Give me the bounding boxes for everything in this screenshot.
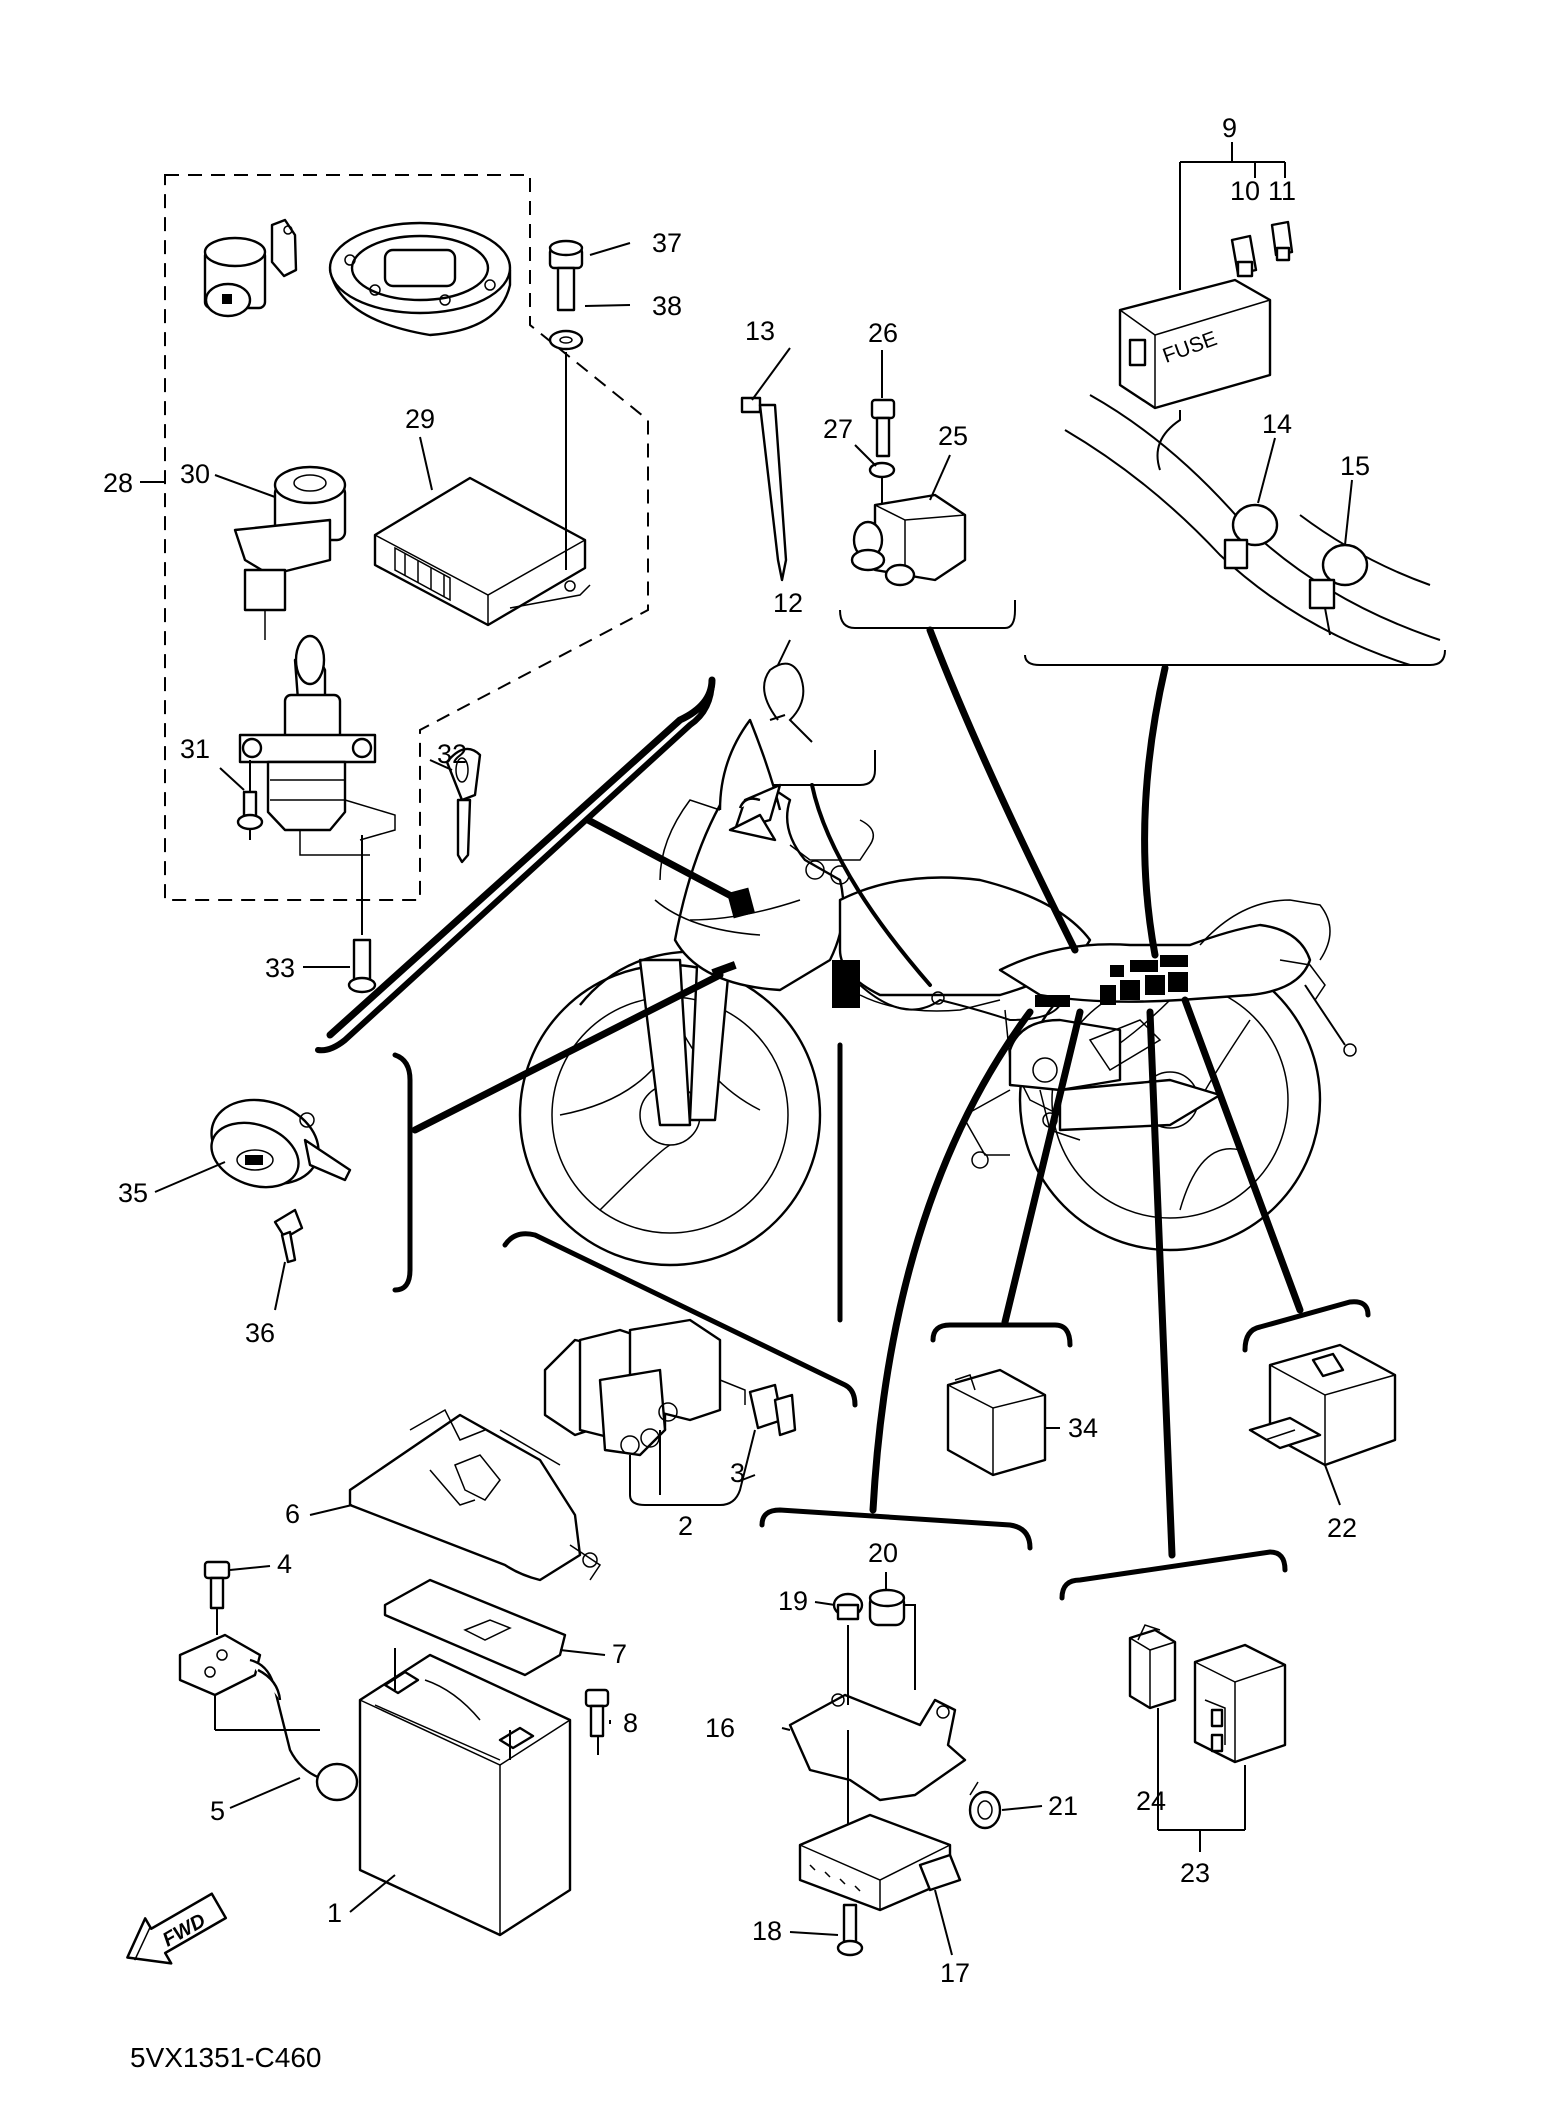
screw-37	[548, 239, 584, 312]
bracket-25	[839, 600, 1016, 629]
callout-28: 28	[103, 468, 133, 498]
relay-25	[850, 493, 967, 587]
callout-8: 8	[623, 1708, 638, 1738]
control-unit-17	[798, 1813, 962, 1912]
bracket-23	[1157, 1708, 1246, 1852]
callout-leaders	[154, 242, 1353, 1956]
starter-relay	[543, 1318, 746, 1495]
callout-21: 21	[1048, 1791, 1078, 1821]
key-blank	[445, 747, 482, 864]
fuse-11	[1270, 220, 1294, 262]
callout-29: 29	[405, 404, 435, 434]
callout-16: 16	[705, 1713, 735, 1743]
cable-tie	[740, 396, 788, 582]
diagram-code: 5VX1351-C460	[130, 2042, 321, 2073]
washer-38	[548, 329, 584, 570]
callout-7: 7	[612, 1639, 627, 1669]
callout-6: 6	[285, 1499, 300, 1529]
bracket-2	[629, 1429, 756, 1506]
flasher-relay	[1248, 1343, 1397, 1467]
bolt-8	[584, 1688, 610, 1738]
motorcycle-silhouette	[518, 718, 1357, 1267]
clamp-15	[1308, 543, 1369, 636]
bolt-33	[347, 835, 377, 994]
callout-34: 34	[1068, 1413, 1098, 1443]
relay-34	[946, 1368, 1047, 1477]
callout-9: 9	[1222, 113, 1237, 143]
fuse-callout-bracket	[1179, 142, 1286, 290]
main-switch-upper	[233, 465, 347, 640]
wire-clip	[763, 662, 813, 743]
callout-2: 2	[678, 1511, 693, 1541]
callout-25: 25	[938, 421, 968, 451]
callout-5: 5	[210, 1796, 225, 1826]
clamp-14	[1223, 503, 1279, 570]
fwd-arrow-icon: FWD	[126, 1892, 228, 1965]
callout-30: 30	[180, 459, 210, 489]
damper-20	[868, 1588, 916, 1690]
callout-12: 12	[773, 588, 803, 618]
callout-numbers: 1 2 3 4 5 6 7 8 9 10 11 12 13 14 15 16 1…	[103, 113, 1370, 1988]
screw-31	[236, 790, 264, 831]
callout-10: 10	[1230, 176, 1260, 206]
battery-lead	[178, 1633, 359, 1802]
callout-33: 33	[265, 953, 295, 983]
callout-26: 26	[868, 318, 898, 348]
callout-37: 37	[652, 228, 682, 258]
callout-23: 23	[1180, 1858, 1210, 1888]
callout-27: 27	[823, 414, 853, 444]
horn	[210, 1098, 352, 1189]
fuse-box	[1118, 278, 1272, 471]
callout-35: 35	[118, 1178, 148, 1208]
bolt-4	[203, 1560, 231, 1635]
callout-22: 22	[1327, 1513, 1357, 1543]
callout-24: 24	[1136, 1786, 1166, 1816]
callout-13: 13	[745, 316, 775, 346]
callout-3: 3	[730, 1458, 745, 1488]
callout-38: 38	[652, 291, 682, 321]
relay-24	[1128, 1624, 1177, 1710]
callout-18: 18	[752, 1916, 782, 1946]
callout-32: 32	[437, 739, 467, 769]
callout-19: 19	[778, 1586, 808, 1616]
bolt-26	[870, 398, 896, 458]
key-set-dashed-group	[140, 174, 649, 901]
screw-36	[273, 1208, 304, 1264]
bolt-18	[836, 1903, 864, 1957]
callout-11: 11	[1268, 176, 1296, 206]
nut-19	[832, 1592, 864, 1621]
callout-20: 20	[868, 1538, 898, 1568]
callout-14: 14	[1262, 409, 1292, 439]
fuse-3	[748, 1383, 797, 1437]
callout-4: 4	[277, 1549, 292, 1579]
fuse-10	[1230, 234, 1258, 278]
callout-1: 1	[327, 1898, 342, 1928]
callout-17: 17	[940, 1958, 970, 1988]
callout-brackets	[315, 677, 1371, 1601]
callout-15: 15	[1340, 451, 1370, 481]
bracket-14-15	[1024, 649, 1446, 666]
relay-23	[1193, 1643, 1287, 1764]
battery	[358, 1653, 572, 1937]
ignition-switch	[238, 634, 396, 856]
rubber-sheet	[383, 1578, 567, 1677]
fuel-cap	[328, 221, 512, 337]
clamp-21	[968, 1781, 1002, 1830]
seat-lock-cylinder	[203, 218, 298, 318]
ecu-unit	[373, 476, 591, 627]
callout-31: 31	[180, 734, 210, 764]
battery-cover	[348, 1408, 602, 1582]
callout-36: 36	[245, 1318, 275, 1348]
battery-lead-lines	[394, 1648, 599, 1760]
